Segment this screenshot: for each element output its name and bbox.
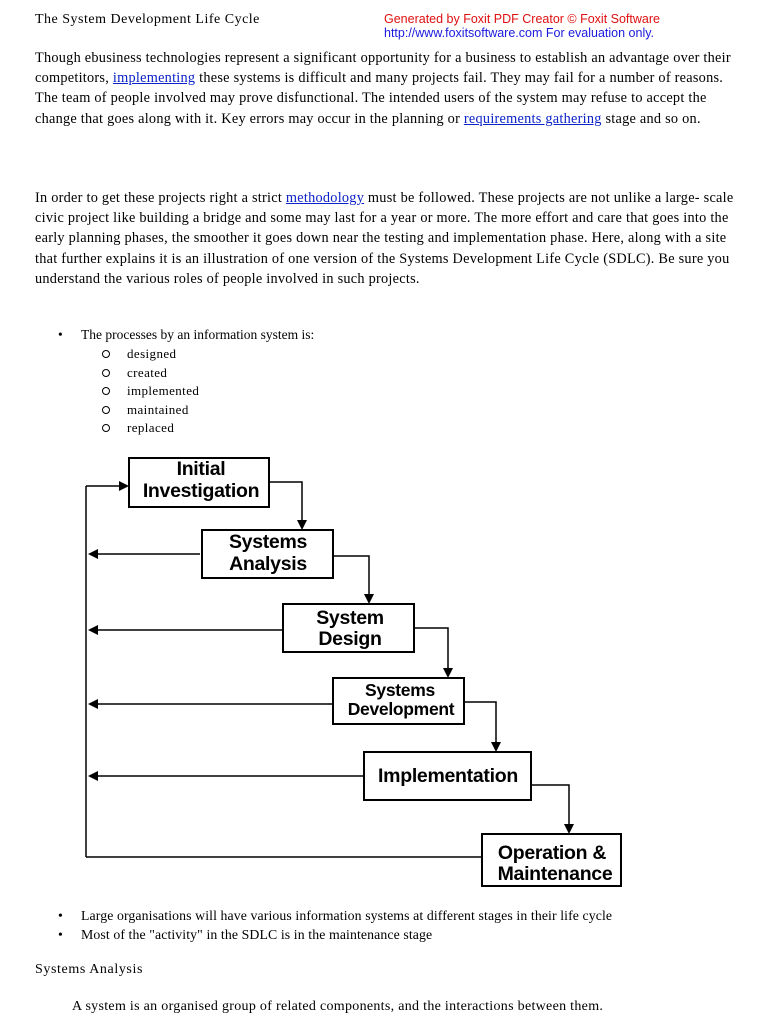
page-title: The System Development Life Cycle (35, 12, 260, 27)
arrow-right-icon (119, 481, 129, 491)
intro-text: these systems is difficult and many proj… (35, 70, 724, 127)
section-paragraph: A system is an organised group of relate… (72, 999, 604, 1014)
step-connector (333, 555, 370, 594)
stage-label: Initial (177, 458, 226, 480)
circle-bullet-icon (102, 350, 110, 358)
stage-label: Analysis (229, 553, 307, 575)
step-connector (269, 481, 303, 520)
arrow-down-icon (564, 824, 574, 834)
list-item: created (102, 364, 199, 383)
circle-bullet-icon (102, 405, 110, 414)
list-item-text: created (127, 364, 168, 380)
arrow-down-icon (443, 668, 453, 678)
step-connector (464, 701, 497, 742)
arrow-down-icon (364, 594, 374, 604)
implementing-link[interactable]: implementing (112, 70, 196, 87)
list-item: designed (102, 345, 199, 364)
watermark: Generated by Foxit PDF Creator © Foxit S… (384, 12, 660, 40)
stage-label: Systems (229, 531, 308, 553)
stage-label: Investigation (143, 480, 259, 502)
intro-text: In order to get these projects right a s… (35, 190, 286, 206)
circle-bullet-icon (102, 368, 110, 377)
process-list-heading: The processes by an information system i… (81, 327, 315, 342)
arrow-left-icon (88, 549, 98, 559)
circle-bullet-icon (102, 424, 110, 433)
stage-label: Systems (365, 680, 435, 700)
stage-implementation: Implementation (363, 751, 532, 801)
list-item-text: Large organisations will have various in… (81, 908, 613, 923)
stage-operation-maintenance: Operation & Maintenance (481, 833, 622, 887)
step-connector (530, 784, 570, 824)
list-item-text: designed (127, 346, 177, 361)
list-item-text: Most of the "activity" in the SDLC is in… (81, 926, 433, 942)
requirements-gathering-link[interactable]: requirements gathering (463, 110, 602, 127)
bullet-dot: • (58, 327, 63, 342)
stage-label: Maintenance (498, 863, 613, 885)
stage-initial-investigation: Initial Investigation (128, 457, 270, 508)
stage-label: Development (348, 699, 455, 719)
list-item-text: maintained (127, 401, 189, 417)
list-item: implemented (102, 382, 199, 401)
intro-text: Though ebusiness technologies represent … (35, 50, 731, 87)
arrow-down-icon (491, 742, 501, 752)
methodology-link[interactable]: methodology (285, 190, 365, 206)
bullet-dot: • (58, 908, 63, 923)
intro-paragraph-1: Though ebusiness technologies represent … (35, 48, 735, 129)
stage-label: Implementation (378, 765, 518, 787)
stage-system-design: System Design (282, 603, 415, 653)
arrow-left-icon (88, 771, 98, 781)
stage-label: Design (318, 628, 381, 650)
stage-systems-analysis: Systems Analysis (201, 529, 334, 579)
circle-bullet-icon (102, 387, 110, 396)
list-item: replaced (102, 419, 199, 438)
arrow-left-icon (88, 699, 98, 709)
arrow-down-icon (297, 520, 307, 530)
arrow-left-icon (88, 625, 98, 635)
section-heading: Systems Analysis (35, 962, 144, 977)
list-item: maintained (102, 401, 199, 420)
bullet-dot: • (58, 926, 63, 942)
watermark-line-2[interactable]: http://www.foxitsoftware.com For evaluat… (384, 26, 655, 40)
process-sublist: designed created implemented maintained … (102, 345, 199, 438)
watermark-line-1: Generated by Foxit PDF Creator © Foxit S… (384, 12, 660, 26)
list-item-text: implemented (127, 383, 200, 399)
stage-label: System (316, 607, 384, 629)
list-item-text: replaced (127, 420, 175, 436)
intro-paragraph-2: In order to get these projects right a s… (35, 188, 735, 289)
stage-systems-development: Systems Development (332, 677, 465, 725)
step-connector (414, 627, 449, 668)
intro-text: stage and so on. (601, 110, 701, 127)
stage-label: Operation & (498, 842, 607, 864)
intro-text: must be followed. These projects are not… (35, 190, 734, 287)
